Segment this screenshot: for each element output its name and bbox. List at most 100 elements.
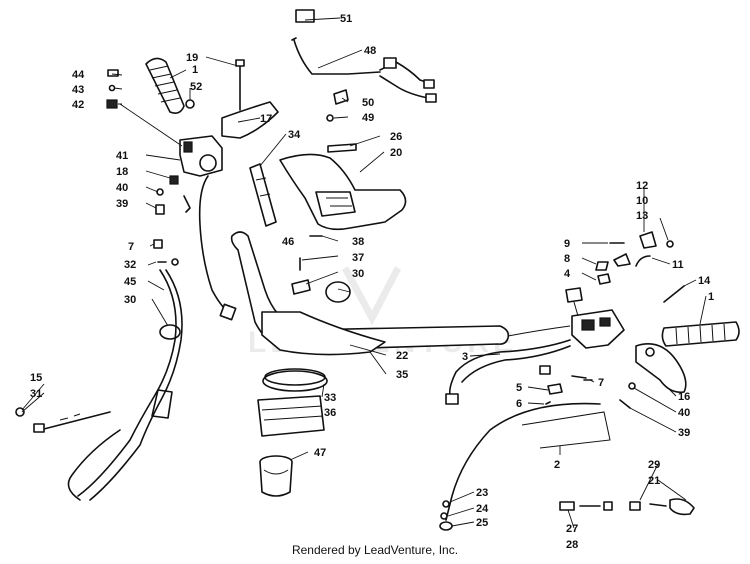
left-cable-harness[interactable] [15,269,183,501]
part-4[interactable] [597,273,611,285]
callout-42: 42 [72,99,84,111]
callout-5: 5 [516,382,522,394]
callout-35: 35 [396,369,408,381]
wiring-harness-part[interactable] [293,39,437,103]
callout-19: 19 [186,52,198,64]
callout-36: 36 [324,407,336,419]
callout-12: 12 [636,180,648,192]
callout-6: 6 [516,398,522,410]
switch-cable-part-3[interactable] [448,339,571,401]
callout-7-right: 7 [598,377,604,389]
callout-28: 28 [566,539,578,551]
part-10[interactable] [639,231,657,249]
callout-30-mid: 30 [352,268,364,280]
callout-11: 11 [672,259,684,271]
part-39-left[interactable] [155,204,165,215]
part-11[interactable] [635,255,651,267]
callout-18: 18 [116,166,128,178]
screw-part-49[interactable] [326,114,334,122]
callout-48: 48 [364,45,376,57]
callout-38: 38 [352,236,364,248]
part-23[interactable] [442,500,450,508]
part-7-left[interactable] [153,239,163,249]
lever-part-16[interactable] [635,343,687,394]
cable-end-assembly[interactable] [559,498,695,516]
callout-39-left: 39 [116,198,128,210]
callout-26: 26 [390,131,402,143]
callout-25: 25 [476,517,488,529]
callout-23: 23 [476,487,488,499]
left-grip-part[interactable] [145,57,185,114]
washer-part-52[interactable] [185,99,195,109]
callout-20: 20 [390,147,402,159]
callout-41: 41 [116,150,128,162]
washer-part-40-right[interactable] [628,382,636,390]
callout-33: 33 [324,392,336,404]
right-grip-part[interactable] [661,321,740,347]
callout-52: 52 [190,81,202,93]
part-24[interactable] [440,512,448,520]
band-part-33[interactable] [262,370,328,392]
callout-17: 17 [260,113,272,125]
watermark-logo [341,266,402,326]
callout-21: 21 [648,475,660,487]
part-25[interactable] [439,521,453,531]
strap-part-30-left[interactable] [159,324,181,340]
footer-credit: Rendered by LeadVenture, Inc. [291,543,459,557]
nut-part-42[interactable] [106,99,118,109]
callout-24: 24 [476,503,489,515]
callout-34: 34 [288,129,301,141]
callout-9: 9 [564,238,570,250]
part-6[interactable] [545,401,551,405]
callout-1-left: 1 [192,64,198,76]
callout-16: 16 [678,391,690,403]
callout-29: 29 [648,459,660,471]
callout-43: 43 [72,84,84,96]
callout-27: 27 [566,523,578,535]
clamp-part-37[interactable] [291,279,311,295]
callout-44: 44 [72,69,85,81]
callout-37: 37 [352,252,364,264]
cover-part-20[interactable] [279,153,407,231]
callout-13: 13 [636,210,648,222]
part-39-right[interactable] [619,399,631,409]
part-5[interactable] [547,383,563,395]
part-8[interactable] [595,261,609,271]
pad-part-36[interactable] [257,395,325,437]
throttle-cable-part-2[interactable] [445,402,601,521]
cap-part-44[interactable] [107,69,119,77]
callout-8: 8 [564,253,570,265]
callout-3: 3 [462,351,468,363]
callout-49: 49 [362,112,374,124]
left-control-housing[interactable] [179,135,223,177]
screw-part-43[interactable] [108,84,116,92]
right-control-housing[interactable] [565,287,625,349]
plate-part-26[interactable] [327,143,357,153]
screw-part-14[interactable] [663,285,685,303]
callout-39-right: 39 [678,427,690,439]
callout-1-right: 1 [708,291,714,303]
callout-22: 22 [396,350,408,362]
callout-32: 32 [124,259,136,271]
callout-51: 51 [340,13,352,25]
part-50[interactable] [333,89,349,105]
callout-40-right: 40 [678,407,690,419]
leader-lines [21,17,707,529]
callout-7-left: 7 [128,241,134,253]
strap-part-30-mid[interactable] [325,281,351,303]
callout-14: 14 [698,275,711,287]
callout-50: 50 [362,97,374,109]
part-13[interactable] [666,240,674,248]
callout-31: 31 [30,388,42,400]
callout-46: 46 [282,236,294,248]
throttle-cable-part[interactable] [198,175,229,313]
cup-part-47[interactable] [259,455,293,497]
label-part-51[interactable] [295,9,315,23]
callout-10: 10 [636,195,648,207]
callout-4: 4 [564,268,571,280]
part-18[interactable] [169,175,179,185]
callout-numbers: 1 52 19 44 43 42 17 34 41 18 40 39 7 32 … [30,13,714,551]
callout-45: 45 [124,276,136,288]
